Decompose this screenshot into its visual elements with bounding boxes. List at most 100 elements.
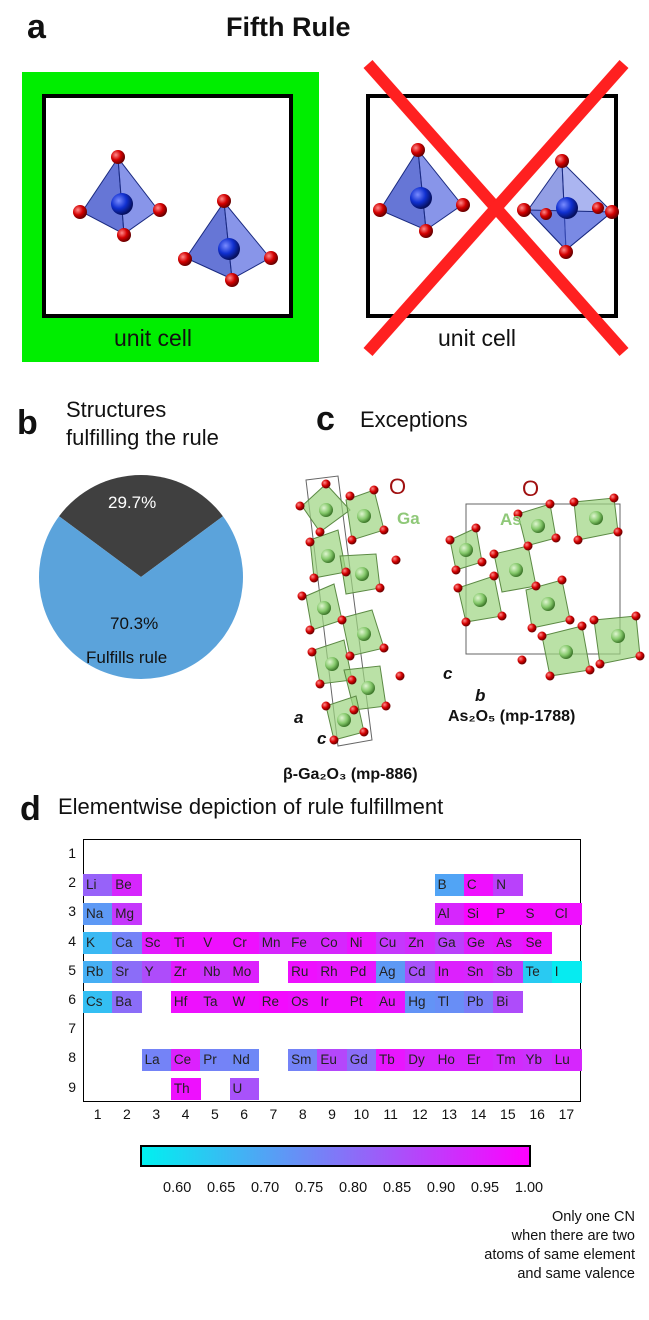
tetrahedron-1 xyxy=(73,150,167,242)
col-tick-label: 4 xyxy=(181,1106,190,1122)
element-cell-w: W xyxy=(229,990,260,1013)
element-cell-ce: Ce xyxy=(170,1048,201,1071)
element-cell-er: Er xyxy=(463,1048,494,1071)
ga2o3-axis-c: c xyxy=(317,729,327,748)
element-cell-sr: Sr xyxy=(112,961,143,984)
element-cell-fe: Fe xyxy=(288,932,318,955)
as2o5-axis-b: b xyxy=(475,686,486,705)
element-cell-in: In xyxy=(434,961,465,984)
element-cell-as: As xyxy=(493,932,524,955)
element-cell-os: Os xyxy=(288,990,318,1013)
element-cell-nb: Nb xyxy=(200,961,231,984)
element-cell-pd: Pd xyxy=(346,961,377,984)
row-tick-label: 7 xyxy=(68,1020,76,1037)
as2o5-label-o: O xyxy=(522,476,540,501)
element-cell-la: La xyxy=(141,1048,172,1071)
panel-d-letter: d xyxy=(20,790,41,828)
col-tick-label: 2 xyxy=(123,1106,131,1122)
col-tick-label: 11 xyxy=(383,1106,398,1122)
element-cell-cu: Cu xyxy=(376,932,406,955)
panel-c-letter: c xyxy=(316,400,335,438)
colorbar-tick-label: 0.80 xyxy=(338,1180,368,1196)
panel-a-illustration xyxy=(22,60,629,362)
pie-label-fulfills: Fulfills rule xyxy=(86,648,168,667)
element-cell-y: Y xyxy=(141,961,172,984)
element-cell-ta: Ta xyxy=(200,990,231,1013)
colorbar-tick-label: 0.85 xyxy=(382,1180,412,1196)
element-cell-pb: Pb xyxy=(463,990,494,1013)
col-tick-label: 9 xyxy=(328,1106,336,1122)
element-cell-nd: Nd xyxy=(229,1048,260,1071)
element-cell-cr: Cr xyxy=(229,932,260,955)
element-cell-eu: Eu xyxy=(317,1048,348,1071)
element-cell-ca: Ca xyxy=(112,932,143,955)
element-cell-mn: Mn xyxy=(258,932,289,955)
row-tick-label: 1 xyxy=(68,845,76,861)
as2o5-caption: As₂O₅ (mp-1788) xyxy=(448,708,576,725)
element-cell-co: Co xyxy=(317,932,348,955)
element-cell-v: V xyxy=(200,932,231,955)
element-cell-ho: Ho xyxy=(434,1048,465,1071)
col-tick-label: 12 xyxy=(412,1106,428,1122)
row-tick-label: 6 xyxy=(68,991,76,1007)
col-tick-label: 13 xyxy=(441,1106,458,1122)
element-cell-tm: Tm xyxy=(493,1048,524,1071)
element-cell-pr: Pr xyxy=(200,1048,231,1071)
element-cell-u: U xyxy=(229,1078,260,1101)
element-cell-sb: Sb xyxy=(493,961,524,984)
colorbar-tick-label: 0.60 xyxy=(163,1180,192,1196)
cn-note-line: and same valence xyxy=(517,1266,635,1282)
colorbar-tick-label: 1.00 xyxy=(514,1180,544,1196)
as2o5-axis-c: c xyxy=(443,664,453,683)
row-tick-label: 2 xyxy=(68,874,76,891)
element-cell-p: P xyxy=(493,902,524,925)
octahedron xyxy=(517,154,619,259)
colorbar-tick-label: 0.95 xyxy=(470,1180,500,1196)
pie-label-fulfills-pct: 70.3% xyxy=(110,614,159,633)
row-tick-label: 3 xyxy=(68,903,76,920)
element-cell-bi: Bi xyxy=(493,990,524,1013)
element-cell-tb: Tb xyxy=(376,1048,406,1071)
row-tick-label: 8 xyxy=(68,1049,76,1066)
pie-slice-other xyxy=(59,475,223,577)
cn-note-line: atoms of same element xyxy=(484,1247,635,1263)
element-cell-mo: Mo xyxy=(229,961,260,984)
element-cell-se: Se xyxy=(522,932,553,955)
element-cell-lu: Lu xyxy=(551,1048,582,1071)
row-tick-label: 5 xyxy=(68,961,76,978)
col-tick-label: 5 xyxy=(210,1106,219,1122)
col-tick-label: 16 xyxy=(529,1106,545,1122)
ga2o3-label-o: O xyxy=(389,474,407,499)
col-tick-label: 1 xyxy=(93,1106,102,1122)
element-cell-cd: Cd xyxy=(405,961,436,984)
panel-a-letter: a xyxy=(27,8,46,46)
ga2o3-structure xyxy=(295,475,405,747)
element-cell-ge: Ge xyxy=(463,932,494,955)
invalid-cross-icon xyxy=(363,60,629,356)
element-cell-ba: Ba xyxy=(112,990,143,1013)
element-cell-na: Na xyxy=(83,902,113,925)
exceptions-structures xyxy=(295,475,645,747)
as2o5-label-as: As xyxy=(500,510,522,529)
colorbar-tick-label: 0.75 xyxy=(294,1180,324,1196)
element-cell-dy: Dy xyxy=(405,1048,436,1071)
col-tick-label: 10 xyxy=(353,1106,370,1122)
element-cell-ru: Ru xyxy=(288,961,318,984)
element-cell-c: C xyxy=(463,873,494,896)
element-cell-mg: Mg xyxy=(112,902,143,925)
col-tick-label: 14 xyxy=(470,1106,487,1122)
element-cell-sc: Sc xyxy=(141,932,172,955)
pie-label-other: 29.7% xyxy=(108,493,157,512)
row-tick-label: 9 xyxy=(68,1078,76,1095)
element-cell-ag: Ag xyxy=(376,961,406,984)
row-tick-label: 4 xyxy=(68,932,76,949)
element-cell-gd: Gd xyxy=(346,1048,377,1071)
panel-b-letter: b xyxy=(17,404,38,442)
element-cell-th: Th xyxy=(170,1078,201,1101)
as2o5-structure xyxy=(445,493,645,681)
element-cell-be: Be xyxy=(112,873,143,896)
ga2o3-axis-a: a xyxy=(294,708,304,727)
cn-note: Only one CN when there are two atoms of … xyxy=(415,1208,635,1284)
element-cell-ti: Ti xyxy=(170,932,201,955)
colorbar-tick-label: 0.90 xyxy=(426,1180,456,1196)
